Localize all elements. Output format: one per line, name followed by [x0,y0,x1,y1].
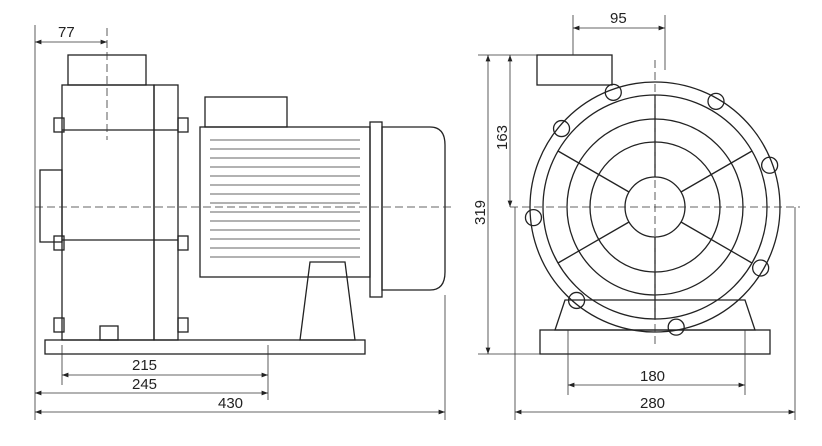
front-view [510,54,800,355]
spoke [557,221,630,264]
front-outlet [536,54,613,86]
side-view [35,28,455,355]
motor-end-ring [369,121,383,298]
motor-fins [210,139,360,258]
dimension-lines: 77 215 245 430 95 163 319 180 280 [34,10,796,420]
bolt-lug [752,259,770,277]
bolt-lug [667,318,685,336]
terminal-box [204,96,288,128]
bolt-lug [707,92,725,110]
side-base [44,339,366,355]
dim-245: 245 [132,376,157,393]
bolt-lug [604,83,622,102]
fan-cover [381,126,446,291]
spoke [557,150,630,193]
dim-77: 77 [58,24,75,41]
bolt-lugs [524,83,779,336]
side-inlet [39,169,63,243]
pump-flange [153,84,179,341]
motor-body [199,126,371,278]
spoke [680,221,753,264]
dim-180: 180 [640,368,665,385]
dim-319: 319 [472,200,489,225]
dim-215: 215 [132,357,157,374]
bolt-lug [524,208,543,227]
motor-foot [299,261,356,341]
dim-280: 280 [640,395,665,412]
dim-95: 95 [610,10,627,27]
bolts [53,117,189,333]
bolt-lug [760,156,779,174]
dim-430: 430 [218,395,243,412]
spoke [680,150,753,193]
bolt-lug [552,119,571,138]
dim-163: 163 [494,125,511,150]
pump-housing [61,84,155,341]
